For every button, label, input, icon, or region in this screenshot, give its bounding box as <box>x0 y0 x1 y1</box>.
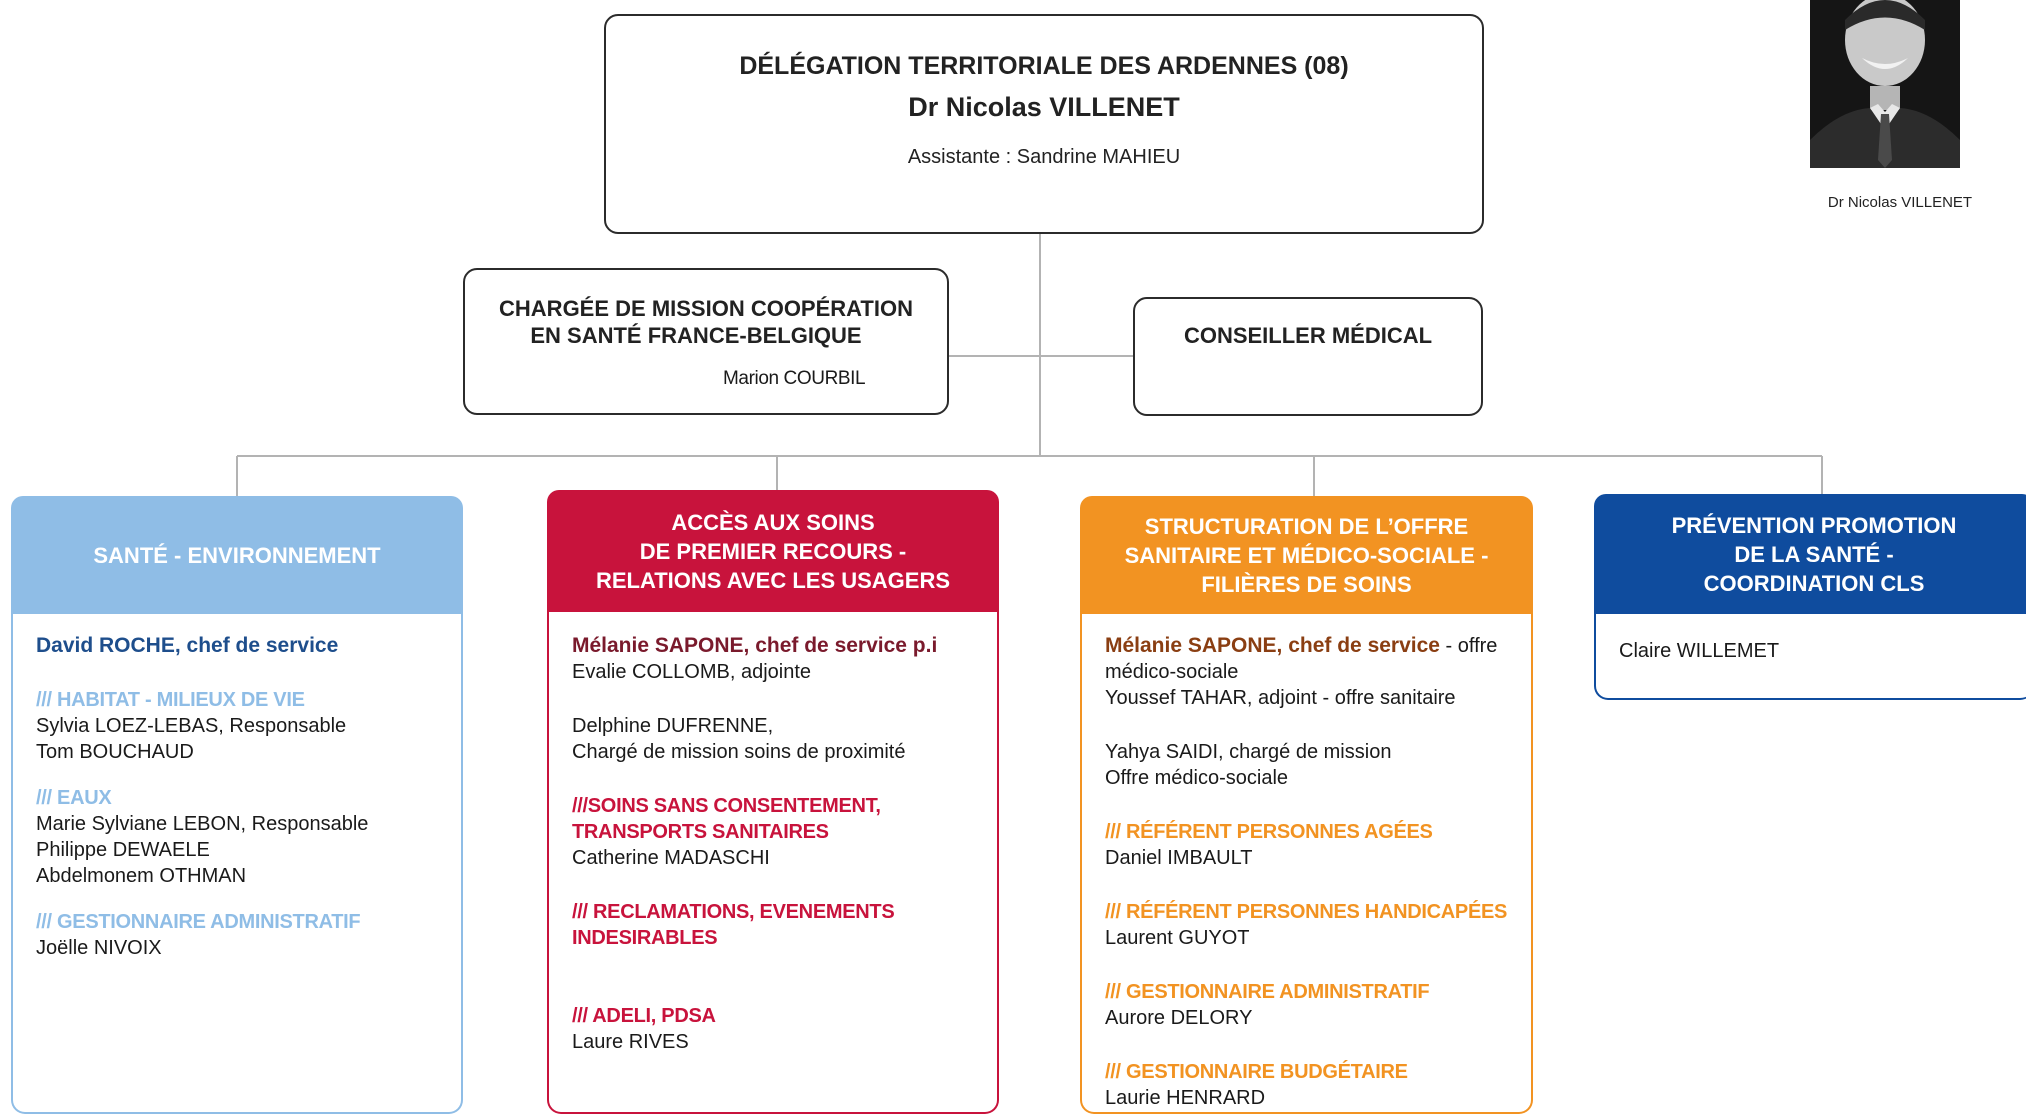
acces-header: ACCÈS AUX SOINS DE PREMIER RECOURS - REL… <box>547 490 999 612</box>
assistant-line: Assistante : Sandrine MAHIEU <box>907 146 1181 168</box>
structuration-s4-person: Laurie HENRARD <box>1105 1087 1266 1109</box>
structuration-body: Mélanie SAPONE, chef de service - offre … <box>1105 633 1530 1111</box>
structuration-chief-suffix: - offre <box>1439 635 1498 657</box>
structuration-p2-name: Yahya SAIDI, chargé de mission <box>1105 741 1392 763</box>
medical-advisor-box: CONSEILLER MÉDICAL <box>1133 297 1483 416</box>
structuration-s2-title: /// RÉFÉRENT PERSONNES HANDICAPÉES <box>1105 901 1508 923</box>
sante-chief: David ROCHE, chef de service <box>36 634 339 657</box>
prevention-header-line: DE LA SANTÉ - <box>1734 541 1894 567</box>
acces-p2-name: Delphine DUFRENNE, <box>572 715 774 737</box>
sante-column <box>11 614 463 1114</box>
structuration-s4-title: /// GESTIONNAIRE BUDGÉTAIRE <box>1105 1061 1408 1083</box>
prevention-header: PRÉVENTION PROMOTION DE LA SANTÉ - COORD… <box>1594 494 2026 614</box>
photo-caption: Dr Nicolas VILLENET <box>1827 194 1973 211</box>
sante-header-text: SANTÉ - ENVIRONNEMENT <box>93 542 381 568</box>
structuration-chief: Mélanie SAPONE, chef de service <box>1105 634 1440 657</box>
medical-advisor-title: CONSEILLER MÉDICAL <box>1183 323 1433 348</box>
structuration-s2-person: Laurent GUYOT <box>1105 927 1250 949</box>
acces-s3-person: Laure RIVES <box>572 1031 689 1053</box>
director-photo <box>1810 0 1960 168</box>
acces-s1-title: TRANSPORTS SANITAIRES <box>572 821 829 843</box>
acces-header-line: RELATIONS AVEC LES USAGERS <box>595 567 951 593</box>
sante-s2-person: Marie Sylviane LEBON, Responsable <box>36 813 369 835</box>
structuration-header-line: STRUCTURATION DE L’OFFRE <box>1144 513 1469 539</box>
sante-header: SANTÉ - ENVIRONNEMENT <box>11 496 463 614</box>
structuration-s3-title: /// GESTIONNAIRE ADMINISTRATIF <box>1105 981 1430 1003</box>
acces-s1-title: ///SOINS SANS CONSENTEMENT, <box>572 795 881 817</box>
director-name: Dr Nicolas VILLENET <box>908 92 1180 122</box>
mission-box: CHARGÉE DE MISSION COOPÉRATION EN SANTÉ … <box>463 268 949 415</box>
sante-s2-title: /// EAUX <box>36 787 112 809</box>
sante-s2-person: Philippe DEWAELE <box>36 839 210 861</box>
acces-header-line: DE PREMIER RECOURS - <box>639 538 907 564</box>
structuration-header: STRUCTURATION DE L’OFFRE SANITAIRE ET MÉ… <box>1080 496 1533 614</box>
structuration-header-line: FILIÈRES DE SOINS <box>1201 571 1412 597</box>
acces-chief: Mélanie SAPONE, chef de service p.i <box>572 634 938 657</box>
prevention-header-line: COORDINATION CLS <box>1703 570 1925 596</box>
prevention-column <box>1594 614 2026 700</box>
structuration-column <box>1080 614 1533 1114</box>
structuration-s1-person: Daniel IMBAULT <box>1105 847 1253 869</box>
mission-title-line2: EN SANTÉ FRANCE-BELGIQUE <box>530 323 862 348</box>
sante-s3-title: /// GESTIONNAIRE ADMINISTRATIF <box>36 911 361 933</box>
acces-s3-title: /// ADELI, PDSA <box>572 1005 716 1027</box>
prevention-body: Claire WILLEMET <box>1619 638 2019 664</box>
sante-s1-person: Tom BOUCHAUD <box>36 741 194 763</box>
acces-body: Mélanie SAPONE, chef de service p.i Eval… <box>572 633 992 1055</box>
acces-deputy: Evalie COLLOMB, adjointe <box>572 661 812 683</box>
sante-s1-person: Sylvia LOEZ-LEBAS, Responsable <box>36 715 347 737</box>
structuration-s3-person: Aurore DELORY <box>1105 1007 1253 1029</box>
sante-body: David ROCHE, chef de service /// HABITAT… <box>36 633 456 961</box>
acces-header-line: ACCÈS AUX SOINS <box>671 509 875 535</box>
acces-column <box>547 612 999 1114</box>
structuration-p2-role: Offre médico-sociale <box>1105 767 1289 789</box>
acces-p2-role: Chargé de mission soins de proximité <box>572 741 906 763</box>
structuration-header-line: SANITAIRE ET MÉDICO-SOCIALE - <box>1124 542 1489 568</box>
structuration-s1-title: /// RÉFÉRENT PERSONNES AGÉES <box>1105 821 1433 843</box>
acces-s1-person: Catherine MADASCHI <box>572 847 770 869</box>
structuration-deputy: Youssef TAHAR, adjoint - offre sanitaire <box>1105 687 1456 709</box>
acces-s2-title: /// RECLAMATIONS, EVENEMENTS <box>572 901 895 923</box>
acces-s2-title: INDESIRABLES <box>572 927 718 949</box>
sante-s1-title: /// HABITAT - MILIEUX DE VIE <box>36 689 305 711</box>
structuration-chief-line2: médico-sociale <box>1105 661 1239 683</box>
prevention-person: Claire WILLEMET <box>1619 640 1780 662</box>
mission-person: Marion COURBIL <box>723 368 866 389</box>
mission-title-line1: CHARGÉE DE MISSION COOPÉRATION <box>499 296 913 321</box>
delegation-title: DÉLÉGATION TERRITORIALE DES ARDENNES (08… <box>739 52 1349 80</box>
prevention-header-line: PRÉVENTION PROMOTION <box>1671 512 1957 538</box>
sante-s3-person: Joëlle NIVOIX <box>36 937 162 959</box>
sante-s2-person: Abdelmonem OTHMAN <box>36 865 247 887</box>
delegation-box: DÉLÉGATION TERRITORIALE DES ARDENNES (08… <box>604 14 1484 234</box>
